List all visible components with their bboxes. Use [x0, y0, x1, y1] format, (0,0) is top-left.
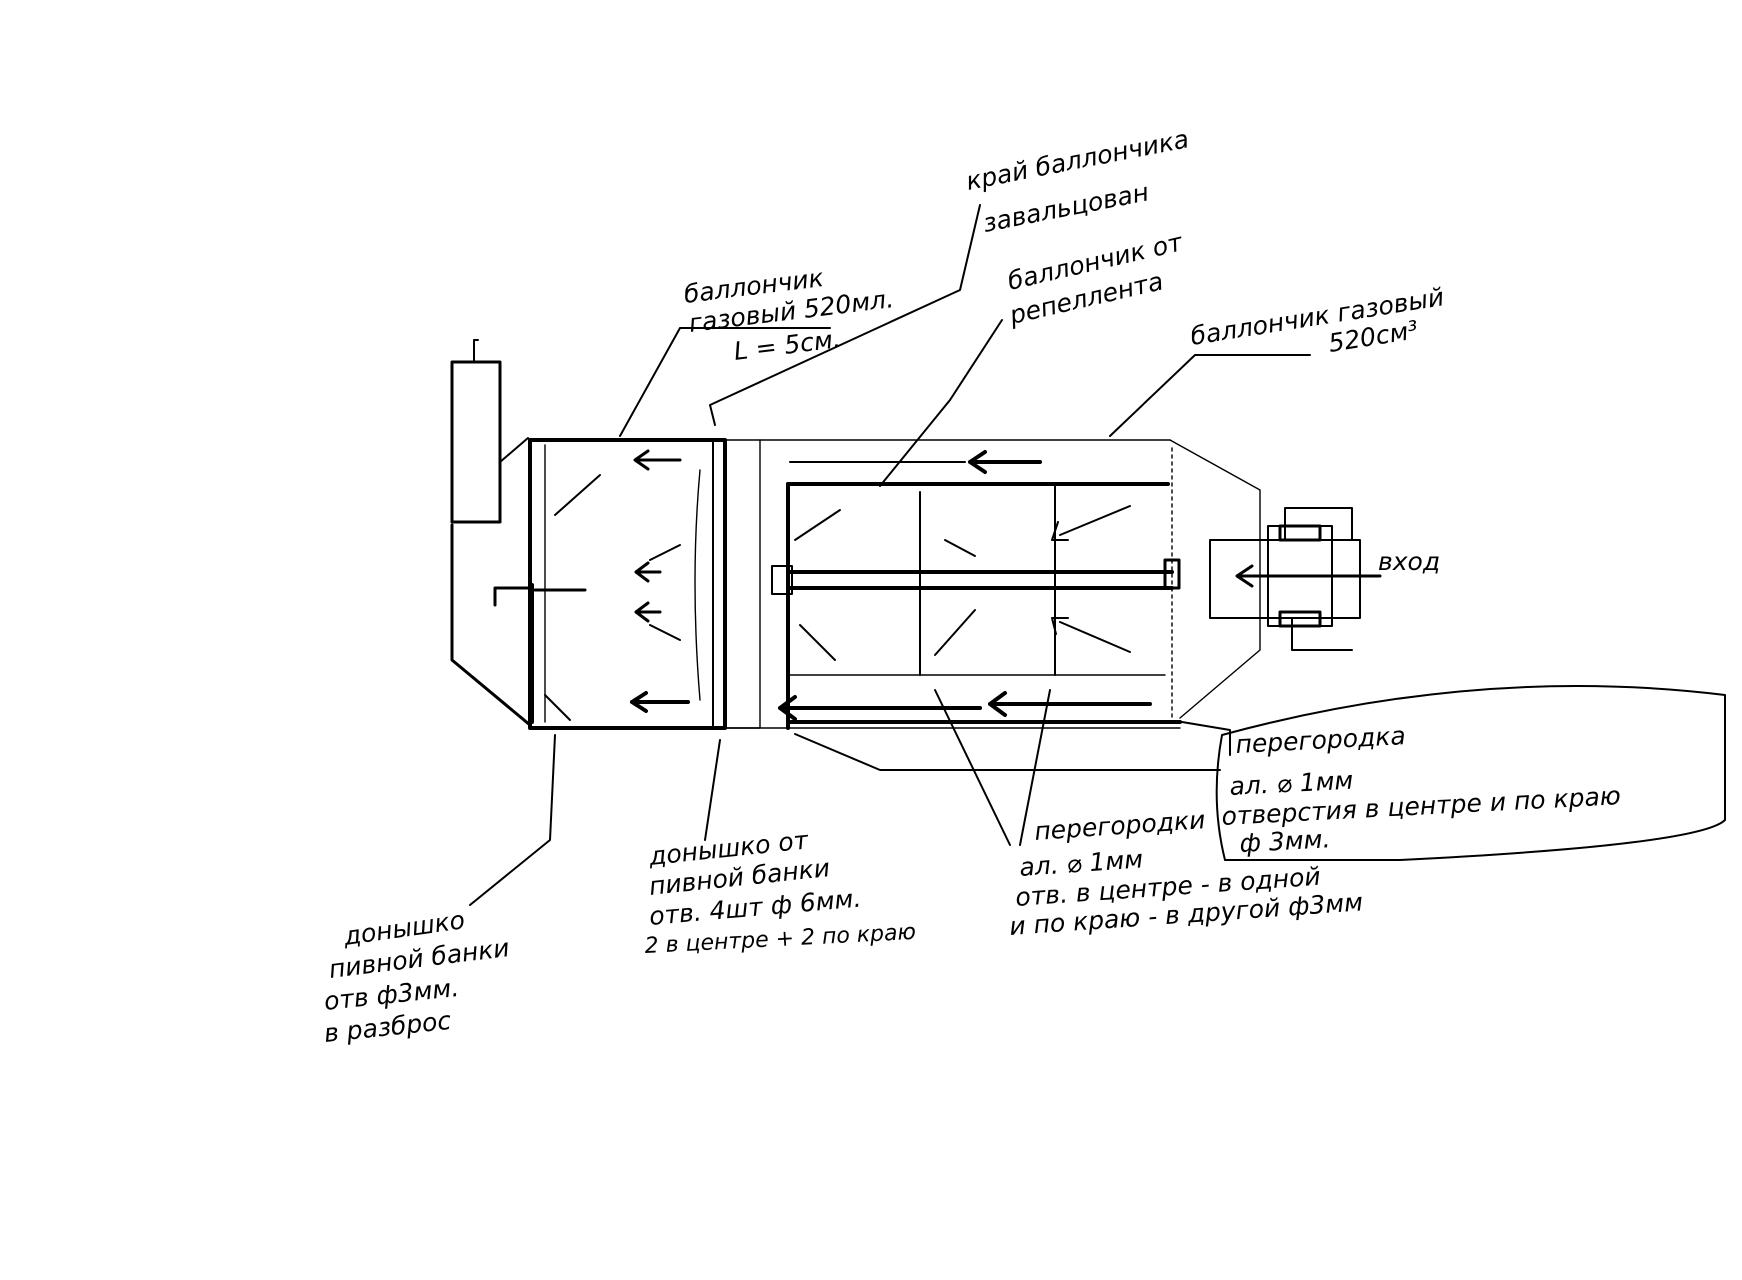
outer-partition-label-1: перегородка [1235, 721, 1407, 759]
left-chamber [528, 438, 761, 730]
inlet-pipe [1209, 507, 1361, 651]
outer-can-body [529, 439, 1261, 729]
leader-lines [469, 204, 1311, 906]
rim-label-1: край баллончика [964, 124, 1192, 196]
inlet-label: вход [1378, 547, 1440, 576]
outlet-pipe [450, 339, 532, 727]
partitions-label-1: перегородки [1033, 805, 1206, 846]
outer-partition-label-4: ф 3мм. [1239, 824, 1331, 858]
outer-partition-label-2: ал. ⌀ 1мм [1229, 766, 1354, 801]
outer-partition-callout-border [1215, 685, 1726, 861]
flow-arrows [493, 449, 1382, 721]
inner-repellent-can [771, 482, 1182, 730]
